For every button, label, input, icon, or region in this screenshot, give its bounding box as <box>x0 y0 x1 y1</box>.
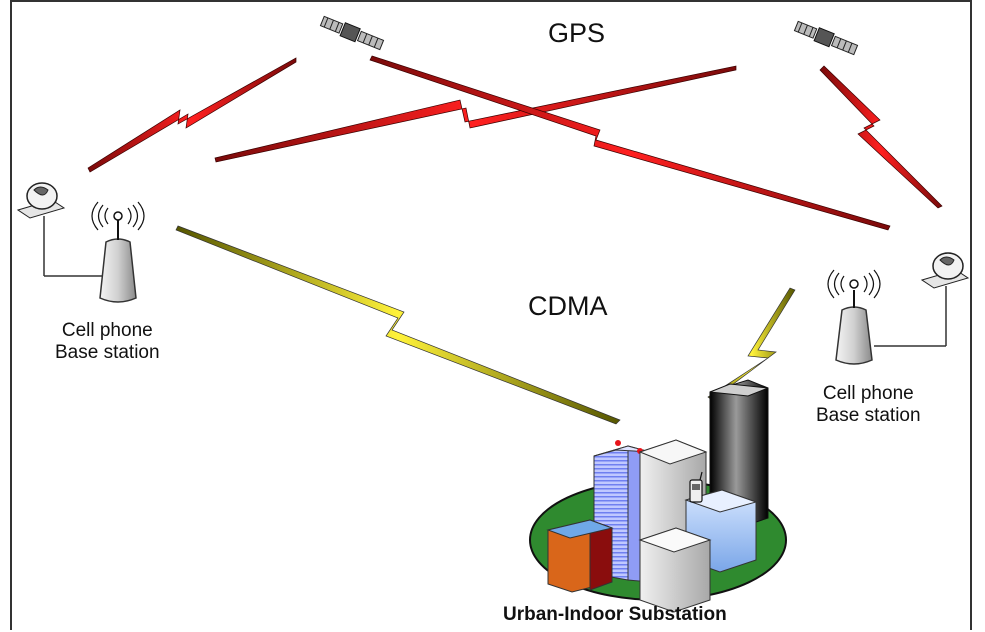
city-buildings-icon <box>529 379 787 613</box>
gps-link-right <box>819 65 943 209</box>
base-station-left-label: Cell phone Base station <box>55 320 160 364</box>
base-station-right-label: Cell phone Base station <box>816 383 921 427</box>
gps-receiver-icon <box>16 182 104 277</box>
base-station-left-line2: Base station <box>55 342 160 363</box>
gps-label: GPS <box>548 18 606 48</box>
gps-link-left <box>87 57 297 173</box>
cell-tower-icon <box>91 201 145 303</box>
base-station-right-line1: Cell phone <box>822 383 914 404</box>
frame-border <box>10 0 972 630</box>
base-station-right-line2: Base station <box>816 405 921 426</box>
urban-substation-label: Urban-Indoor Substation <box>503 604 727 625</box>
satellite-icon <box>793 20 859 56</box>
gps-link-cross-a <box>214 65 737 163</box>
cdma-link-left <box>175 225 621 425</box>
cell-tower-icon <box>827 269 881 365</box>
phone-icon <box>689 471 703 503</box>
cdma-link-right <box>707 287 796 401</box>
satellite-icon <box>319 15 385 51</box>
base-station-left-line1: Cell phone <box>61 320 153 341</box>
gps-link-cross-b <box>369 55 891 231</box>
gps-receiver-icon <box>874 252 970 347</box>
cdma-label: CDMA <box>528 291 608 321</box>
